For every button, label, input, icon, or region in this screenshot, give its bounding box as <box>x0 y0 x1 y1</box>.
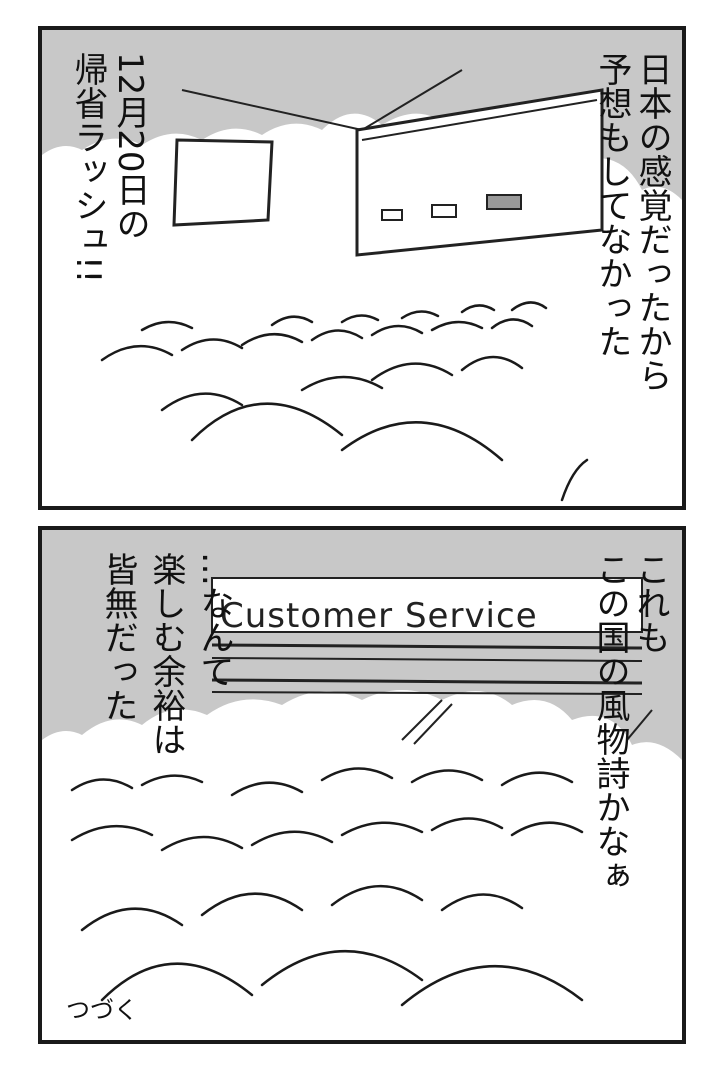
narration-line: 日本の感覚だったから <box>632 52 672 392</box>
crowd-illustration-1 <box>42 30 682 502</box>
narration-line: この国の風物詩かなぁ <box>590 552 630 892</box>
ceiling-screentone <box>42 30 682 200</box>
crowd-illustration-2 <box>42 530 682 1007</box>
narration-line: 12月20日の <box>110 52 150 241</box>
customer-service-sign: Customer Service <box>220 596 538 636</box>
to-be-continued-label: つづく <box>66 996 138 1024</box>
narration-line: 帰省ラッシュ!! <box>68 52 108 284</box>
narration-line: …なんて <box>194 552 234 688</box>
narration-line: 皆無だった <box>98 552 138 722</box>
manga-panel-2: Customer Service これも この国の風物詩かなぁ …なんて 楽しむ… <box>38 526 686 1044</box>
manga-panel-1: 日本の感覚だったから 予想もしてなかった 12月20日の 帰省ラッシュ!! <box>38 26 686 510</box>
narration-line: これも <box>630 552 670 654</box>
narration-line: 楽しむ余裕は <box>146 552 186 756</box>
narration-line: 予想もしてなかった <box>592 52 632 358</box>
